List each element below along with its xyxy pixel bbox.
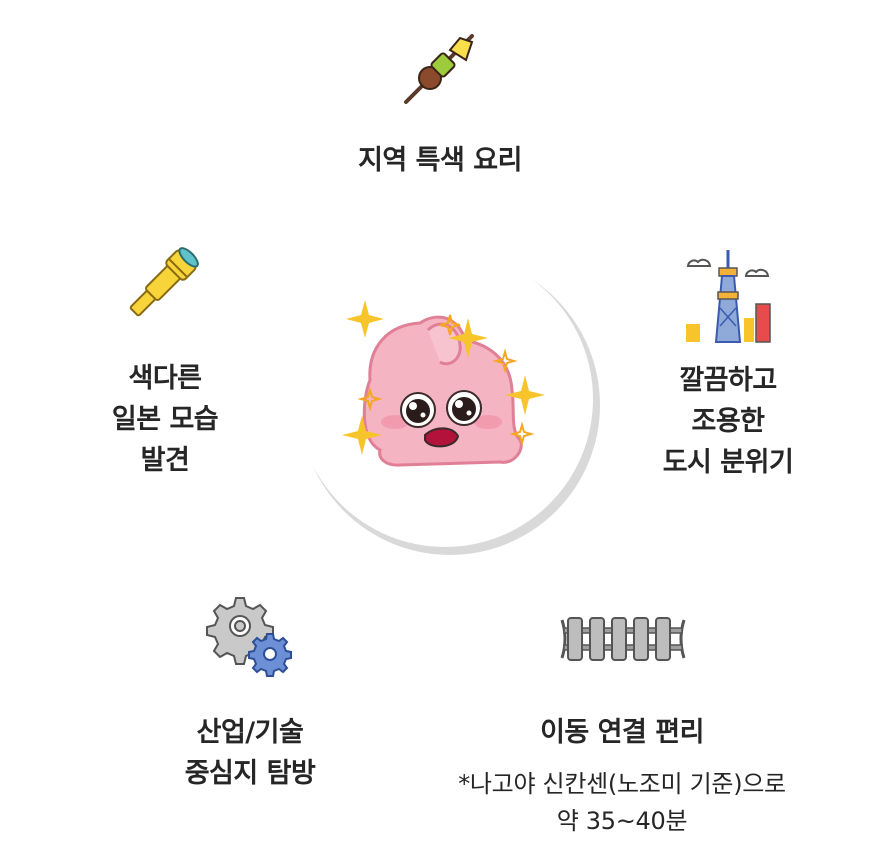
rail-track-icon <box>560 617 686 661</box>
feature-transit-label: 이동 연결 편리 <box>522 712 722 753</box>
feature-scenery-line-1: 색다른 <box>128 363 202 394</box>
feature-food-line: 지역 특색 요리 <box>358 145 522 176</box>
tower-city-icon <box>686 250 771 343</box>
feature-scenery-line-2: 일본 모습 <box>111 404 219 435</box>
feature-scenery-label: 색다른 일본 모습 발견 <box>65 358 265 481</box>
feature-city-line-1: 깔끔하고 <box>679 365 777 396</box>
feature-scenery-line-3: 발견 <box>140 445 190 476</box>
feature-transit-note: *나고야 신칸센(노조미 기준)으로 약 35~40분 <box>412 766 832 840</box>
feature-city-line-2: 조용한 <box>691 406 765 437</box>
feature-industry-line-2: 중심지 탐방 <box>184 758 316 789</box>
feature-food-label: 지역 특색 요리 <box>340 140 540 181</box>
feature-city-line-3: 도시 분위기 <box>662 447 794 478</box>
feature-transit-note-line-2: 약 35~40분 <box>556 807 688 835</box>
feature-transit-line: 이동 연결 편리 <box>540 717 704 748</box>
feature-industry-line-1: 산업/기술 <box>196 717 304 748</box>
gears-icon <box>206 597 292 677</box>
skewer-icon <box>404 34 474 104</box>
telescope-icon <box>129 247 199 317</box>
feature-city-label: 깔끔하고 조용한 도시 분위기 <box>628 360 828 483</box>
sparkle-blob-character <box>342 300 545 467</box>
feature-transit-note-line-1: *나고야 신칸센(노조미 기준)으로 <box>458 770 786 798</box>
feature-industry-label: 산업/기술 중심지 탐방 <box>150 712 350 794</box>
